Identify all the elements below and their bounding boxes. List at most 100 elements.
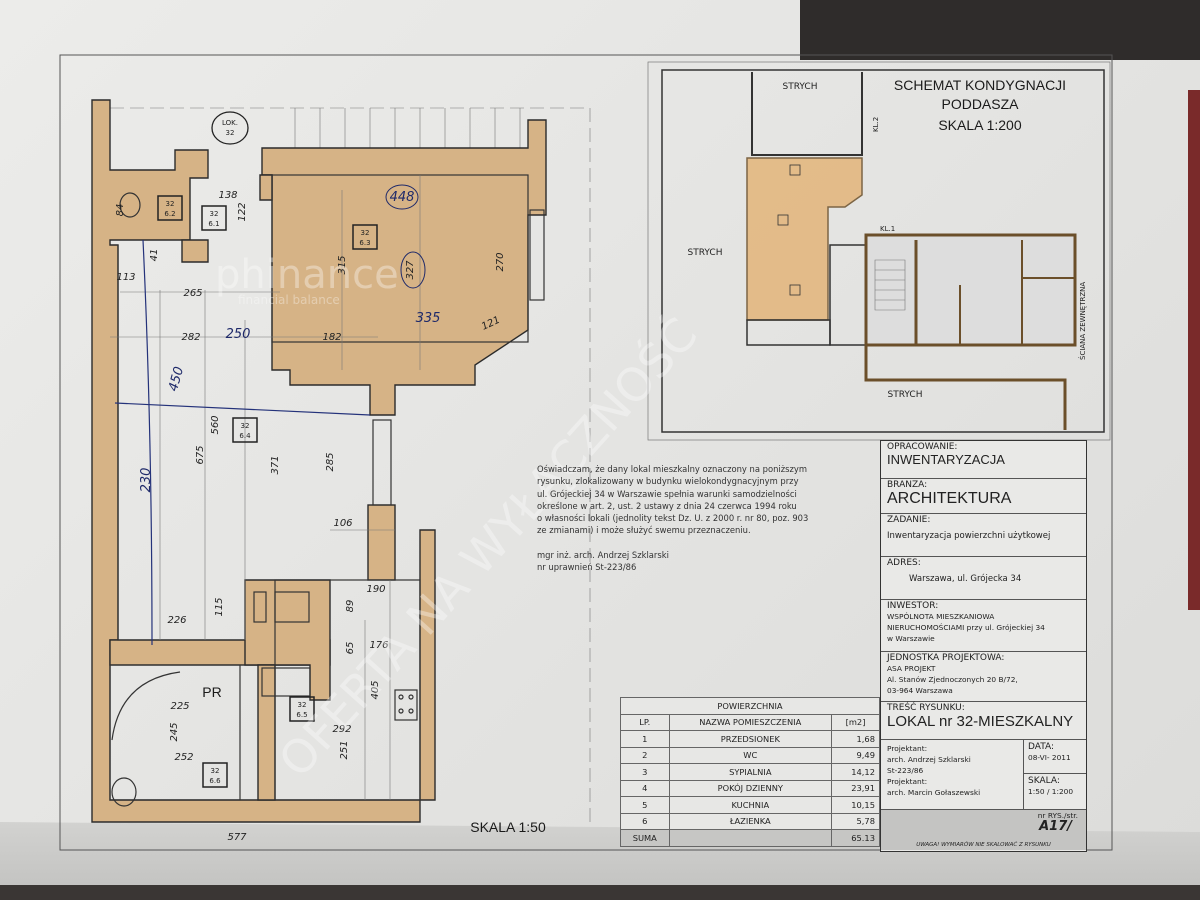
svg-text:560: 560 <box>210 415 221 434</box>
sheet-number: A17/ <box>1039 819 1072 834</box>
svg-text:285: 285 <box>325 452 336 471</box>
svg-text:371: 371 <box>270 455 281 474</box>
field-label: ZADANIE: <box>887 515 931 525</box>
svg-text:138: 138 <box>218 190 237 201</box>
svg-text:252: 252 <box>174 752 193 763</box>
sheet-frame <box>59 54 1113 851</box>
col-header: NAZWA POMIESZCZENIA <box>668 713 833 731</box>
stove-icon <box>394 689 418 721</box>
field-label: TREŚĆ RYSUNKU: <box>887 703 965 713</box>
svg-text:250: 250 <box>226 327 251 342</box>
field-label: OPRACOWANIE: <box>887 442 958 452</box>
scale-label: SKALA 1:50 <box>470 819 546 835</box>
col-header: [m2] <box>831 713 880 731</box>
handwritten-line <box>142 239 153 646</box>
svg-text:KL.2: KL.2 <box>872 117 880 132</box>
declaration-line: ul. Grójeckiej 34 w Warszawie spełnia wa… <box>537 488 797 499</box>
field-value: INWENTARYZACJA <box>887 452 1005 467</box>
field-value: Inwentaryzacja powierzchni użytkowej <box>887 531 1051 541</box>
svg-text:270: 270 <box>495 252 506 271</box>
area-table: POWIERZCHNIA LP.NAZWA POMIESZCZENIA[m2] … <box>620 697 880 847</box>
chimney-duct <box>274 591 310 623</box>
field-value: Warszawa, ul. Grójecka 34 <box>909 574 1022 584</box>
svg-text:251: 251 <box>339 740 350 759</box>
bathtub-icon <box>111 671 181 741</box>
field-value: WSPÓLNOTA MIESZKANIOWA <box>887 612 995 621</box>
svg-text:405: 405 <box>370 680 381 699</box>
room-tag-top: 32 <box>211 767 220 775</box>
svg-text:182: 182 <box>322 332 341 343</box>
svg-text:122: 122 <box>237 202 248 221</box>
svg-text:89: 89 <box>345 600 356 613</box>
room-tag-top: 32 <box>166 200 175 208</box>
designer-line: arch. Marcin Gołaszewski <box>887 788 981 797</box>
date-value: 08-VI- 2011 <box>1028 753 1071 762</box>
lok-label: LOK. <box>222 119 238 127</box>
designer-line: Projektant: <box>887 777 928 786</box>
room-tag-top: 32 <box>298 701 307 709</box>
svg-text:176: 176 <box>369 640 388 651</box>
note: UWAGA! WYMIARÓW NIE SKALOWAĆ Z RYSUNKU <box>916 842 1051 848</box>
svg-text:SCHEMAT KONDYGNACJI: SCHEMAT KONDYGNACJI <box>894 77 1066 93</box>
declaration-line: ze zmianami) i może służyć swemu przezna… <box>537 525 751 536</box>
svg-text:STRYCH: STRYCH <box>688 248 723 258</box>
svg-text:84: 84 <box>115 204 126 217</box>
field-value: ASA PROJEKT <box>887 664 936 673</box>
room-tag-id: 6.3 <box>359 239 370 247</box>
svg-text:327: 327 <box>405 260 416 280</box>
svg-text:225: 225 <box>170 701 189 712</box>
svg-text:292: 292 <box>332 724 351 735</box>
field-value: NIERUCHOMOŚCIAMI przy ul. Grójeckiej 34 <box>887 623 1045 632</box>
svg-text:65: 65 <box>345 642 356 655</box>
field-value: w Warszawie <box>887 634 935 643</box>
field-label: SKALA: <box>1028 776 1060 786</box>
watermark-brand-sub: financial balance <box>238 293 340 307</box>
field-label: INWESTOR: <box>887 601 939 611</box>
dimension-labels: 138 122 84 41 113 265 282 182 315 327 27… <box>115 190 506 843</box>
field-value: ARCHITEKTURA <box>887 490 1012 507</box>
field-label: nr RYS./str. <box>1037 811 1078 820</box>
highlighted-unit <box>746 157 863 321</box>
lok-marker <box>211 111 249 145</box>
svg-text:448: 448 <box>390 190 415 205</box>
room-tag-top: 32 <box>241 422 250 430</box>
signature-license: nr uprawnień St-223/86 <box>537 562 637 573</box>
window <box>529 209 545 301</box>
room-tag-id: 6.1 <box>208 220 219 228</box>
field-value: 03-964 Warszawa <box>887 686 953 695</box>
svg-text:190: 190 <box>366 584 385 595</box>
field-label: BRANZA: <box>887 480 928 490</box>
declaration-line: o własności lokali (jednolity tekst Dz. … <box>537 513 809 524</box>
svg-text:STRYCH: STRYCH <box>783 82 818 92</box>
field-value: Al. Stanów Zjednoczonych 20 B/72, <box>887 675 1018 684</box>
floor-schematic <box>647 61 1111 441</box>
svg-text:230: 230 <box>139 468 154 493</box>
handwritten-line <box>114 402 371 416</box>
svg-text:226: 226 <box>167 615 186 626</box>
svg-text:SKALA 1:200: SKALA 1:200 <box>938 117 1022 133</box>
room-tag-top: 32 <box>210 210 219 218</box>
svg-text:PODDASZA: PODDASZA <box>941 96 1019 112</box>
toilet-icon <box>119 192 141 218</box>
window <box>372 419 392 506</box>
svg-text:315: 315 <box>337 255 348 274</box>
declaration: Oświadczam, że dany lokal mieszkalny ozn… <box>537 463 827 573</box>
background-corner <box>800 0 1200 60</box>
room-tag-top: 32 <box>361 229 370 237</box>
designer-line: St-223/86 <box>887 766 924 775</box>
svg-text:265: 265 <box>183 288 202 299</box>
col-header: LP. <box>620 713 670 731</box>
svg-text:41: 41 <box>149 249 160 262</box>
sink-icon <box>261 667 311 697</box>
svg-text:450: 450 <box>166 365 187 393</box>
field-label: ADRES: <box>887 558 921 568</box>
pr-label: PR <box>202 684 221 700</box>
area-table-title: POWIERZCHNIA <box>620 697 880 715</box>
schematic-labels: SCHEMAT KONDYGNACJI PODDASZA SKALA 1:200… <box>688 77 1087 400</box>
room-tags: 32 6.1 32 6.2 32 6.3 32 6.4 32 6.5 32 6.… <box>157 195 378 788</box>
